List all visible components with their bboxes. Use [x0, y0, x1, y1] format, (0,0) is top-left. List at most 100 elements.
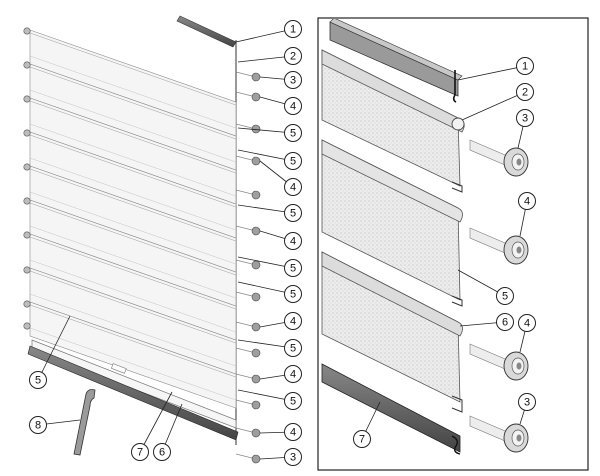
callout-number: 5: [35, 375, 41, 387]
callout: 4: [259, 230, 302, 250]
left-end-caps: [23, 27, 31, 330]
callout-leader: [237, 55, 294, 63]
pin: [235, 321, 253, 327]
callout-circle: [284, 339, 302, 357]
callout-number: 4: [290, 316, 296, 328]
callout-circle: [284, 285, 302, 303]
pin: [235, 347, 253, 353]
callout: 7: [353, 401, 381, 448]
slat-groove: [29, 89, 237, 163]
callout-circle: [516, 109, 534, 127]
callout-number: 3: [290, 75, 296, 87]
slat-groove: [29, 259, 237, 333]
callout-number: 4: [290, 369, 296, 381]
callout-circle: [516, 57, 534, 75]
callout-circle: [284, 20, 302, 38]
callout: 1: [235, 20, 302, 43]
callout-circle: [284, 124, 302, 142]
slat-ridge: [29, 134, 237, 208]
callout-number: 5: [290, 343, 296, 355]
callout: 3: [259, 448, 302, 466]
detail-inset: [317, 17, 589, 471]
callout: 4: [259, 96, 302, 115]
detail-seal-hook: [452, 70, 457, 103]
slat-ridge: [29, 66, 237, 140]
callout-circle: [496, 287, 514, 305]
curtain-assembly: [27, 15, 239, 456]
end-cap: [23, 231, 31, 239]
roller-end: [251, 348, 261, 358]
roller-end: [251, 92, 261, 102]
callout: 5: [29, 315, 71, 389]
pin: [235, 291, 253, 297]
end-cap: [23, 266, 31, 274]
slat-ridge: [29, 32, 237, 106]
callout-number: 5: [290, 263, 296, 275]
callout-circle: [284, 392, 302, 410]
slat-groove: [29, 225, 237, 299]
callout-number: 5: [290, 208, 296, 220]
roller-end: [251, 72, 261, 82]
callout-circle: [284, 152, 302, 170]
slat-groove: [29, 123, 237, 197]
callout-number: 6: [159, 447, 165, 459]
callout-leader: [237, 256, 294, 269]
callout-number: 7: [359, 434, 365, 446]
detail-roller: [469, 139, 529, 177]
callout-circle: [284, 423, 302, 441]
callout-circle: [284, 312, 302, 330]
pin: [235, 123, 253, 129]
callout-circle: [284, 97, 302, 115]
callout-number: 4: [290, 236, 296, 248]
callout: 6: [459, 313, 514, 331]
callout: 3: [516, 109, 534, 149]
callout-leader: [237, 149, 294, 162]
callout: 2: [461, 83, 534, 121]
callout: 4: [518, 314, 536, 353]
callout: 5: [237, 204, 302, 222]
slat-groove: [29, 293, 237, 367]
callout-circle: [284, 365, 302, 383]
callout: 7: [131, 391, 173, 461]
callout-number: 3: [290, 452, 296, 464]
callout: 4: [259, 423, 302, 441]
callout-number: 2: [522, 87, 528, 99]
roller-end: [251, 428, 261, 438]
detail-slat-2-hook: [451, 295, 463, 307]
end-cap: [23, 300, 31, 308]
callout-circle: [518, 192, 536, 210]
callout-number: 6: [502, 317, 508, 329]
pin: [235, 91, 253, 97]
callout-number: 5: [290, 289, 296, 301]
roller-end: [251, 292, 261, 302]
slat: [29, 199, 237, 307]
pin: [235, 373, 253, 379]
callout: 5: [237, 389, 302, 410]
end-profile-slot: [111, 363, 127, 374]
roller-bore: [516, 434, 522, 442]
slat-group: [29, 29, 237, 409]
callout: 4: [259, 365, 302, 383]
end-cap: [23, 129, 31, 137]
callout: 5: [237, 339, 302, 357]
callout: 4: [259, 160, 302, 196]
callout-circle: [496, 313, 514, 331]
callout-number: 1: [290, 24, 296, 36]
callout-number: 5: [290, 128, 296, 140]
roller-end: [251, 260, 261, 270]
slat-ridge: [29, 202, 237, 276]
callout-circle: [29, 416, 47, 434]
callout-leader: [37, 315, 71, 381]
roller-bore: [516, 362, 522, 370]
callout-number: 3: [522, 113, 528, 125]
slat: [29, 97, 237, 205]
pin: [235, 155, 253, 161]
slat-ridge: [29, 100, 237, 174]
right-end-parts: [235, 71, 261, 464]
callout-number: 5: [502, 291, 508, 303]
callout-circle: [131, 443, 149, 461]
slat-ridge: [29, 270, 237, 344]
detail-slat-2-top: [321, 139, 463, 223]
